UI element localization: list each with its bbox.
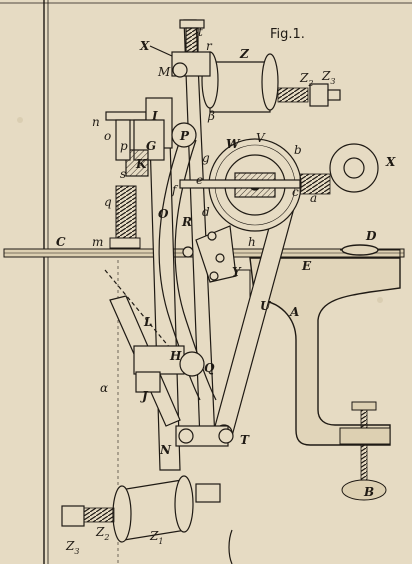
label-b: b bbox=[294, 143, 302, 157]
label-alpha: α bbox=[100, 381, 108, 395]
label-m: m bbox=[92, 235, 103, 249]
label-D: D bbox=[365, 229, 377, 243]
label-f: f bbox=[171, 183, 179, 197]
label-O: O bbox=[158, 207, 169, 221]
label-J: J bbox=[140, 389, 149, 403]
label-Y: Y bbox=[232, 265, 242, 279]
label-M: M bbox=[157, 65, 171, 79]
spring-q bbox=[109, 185, 141, 249]
label-Z2-bottom: Z2 bbox=[95, 525, 109, 542]
rod-to-X bbox=[179, 143, 379, 195]
label-P: P bbox=[179, 129, 190, 143]
label-g: g bbox=[202, 151, 210, 165]
label-H: H bbox=[169, 349, 182, 363]
label-c: c bbox=[292, 185, 299, 199]
figure-title: Fig.1. bbox=[270, 27, 305, 42]
label-A: A bbox=[289, 305, 299, 319]
clamp-screw bbox=[339, 401, 391, 501]
label-Z: Z bbox=[239, 47, 250, 61]
label-Z3-bottom: Z3 bbox=[65, 539, 79, 556]
label-X-top: X bbox=[139, 39, 150, 53]
label-Z1-bottom: Z1 bbox=[149, 529, 163, 546]
lower-spool-Z1 bbox=[61, 475, 221, 543]
label-G: G bbox=[146, 139, 156, 153]
label-d: d bbox=[202, 205, 210, 219]
label-I: I bbox=[151, 109, 158, 123]
label-q: q bbox=[104, 195, 112, 209]
label-W: W bbox=[226, 137, 241, 151]
label-U: U bbox=[260, 299, 272, 313]
label-e: e bbox=[196, 173, 203, 187]
label-Z2: Z2 bbox=[299, 71, 313, 88]
collar-H bbox=[133, 345, 205, 393]
label-K: K bbox=[135, 157, 147, 171]
label-Q: Q bbox=[204, 361, 215, 375]
label-R: R bbox=[181, 215, 192, 229]
label-p: p bbox=[120, 139, 128, 153]
label-X-right: X bbox=[385, 155, 396, 169]
label-o: o bbox=[104, 129, 111, 143]
label-C: C bbox=[56, 235, 66, 249]
bracket-G bbox=[105, 97, 197, 177]
bottom-tool bbox=[228, 529, 233, 564]
label-t: t bbox=[198, 25, 203, 39]
label-h: h bbox=[248, 235, 256, 249]
label-n: n bbox=[92, 115, 100, 129]
label-a: a bbox=[310, 191, 317, 205]
plate-h bbox=[182, 225, 237, 283]
label-beta: β bbox=[207, 109, 215, 123]
label-s: s bbox=[120, 167, 126, 181]
label-E: E bbox=[301, 259, 312, 273]
upper-spool-Z bbox=[201, 51, 341, 113]
label-r: r bbox=[206, 39, 213, 53]
lower-clamp bbox=[175, 425, 234, 447]
part-labels: X t r M Z Z2 Z3 n o I p G P β W V b X K … bbox=[56, 25, 396, 556]
label-V: V bbox=[256, 131, 266, 145]
label-T: T bbox=[240, 433, 250, 447]
top-screw bbox=[149, 19, 211, 78]
label-Z3: Z3 bbox=[321, 69, 335, 86]
label-L: L bbox=[143, 315, 152, 329]
label-N: N bbox=[159, 443, 172, 457]
label-B: B bbox=[363, 485, 374, 499]
